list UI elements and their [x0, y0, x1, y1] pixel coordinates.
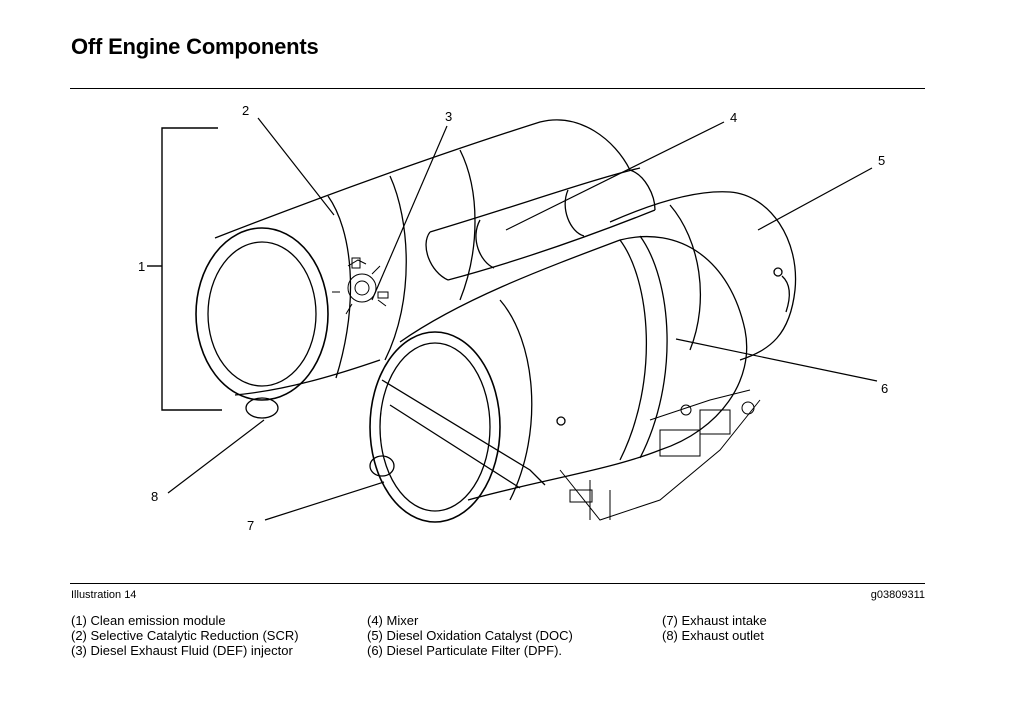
bracket-1	[161, 127, 222, 411]
legend-item: (4) Mixer	[367, 613, 419, 628]
callout-4: 4	[730, 110, 737, 125]
legend-item: (6) Diesel Particulate Filter (DPF).	[367, 643, 563, 658]
scr-canister	[195, 119, 631, 401]
exhaust-outlet	[245, 397, 279, 419]
legend-column-2: (4) Mixer (5) Diesel Oxidation Catalyst …	[367, 613, 573, 658]
callout-3: 3	[445, 109, 452, 124]
dpf-canister	[369, 235, 748, 523]
def-injector	[332, 257, 389, 315]
legend-column-3: (7) Exhaust intake (8) Exhaust outlet	[662, 613, 767, 643]
page-title: Off Engine Components	[71, 34, 319, 59]
legend-item: (5) Diesel Oxidation Catalyst (DOC)	[367, 628, 573, 643]
legend-item: (2) Selective Catalytic Reduction (SCR)	[71, 628, 299, 643]
top-divider	[70, 88, 925, 89]
callout-1: 1	[138, 259, 145, 274]
exhaust-intake	[369, 455, 395, 477]
bottom-divider	[70, 583, 925, 584]
callout-6: 6	[881, 381, 888, 396]
illustration-label: Illustration 14	[71, 589, 137, 601]
legend-item: (8) Exhaust outlet	[662, 628, 764, 643]
callout-5: 5	[878, 153, 885, 168]
legend-column-1: (1) Clean emission module (2) Selective …	[71, 613, 299, 658]
sensor-bracket	[559, 389, 761, 521]
legend-item: (3) Diesel Exhaust Fluid (DEF) injector	[71, 643, 293, 658]
legend-item: (1) Clean emission module	[71, 613, 226, 628]
illustration-code: g03809311	[870, 589, 925, 601]
mixer-pipe	[425, 167, 656, 281]
callout-8: 8	[151, 489, 158, 504]
callout-7: 7	[247, 518, 254, 533]
legend-item: (7) Exhaust intake	[662, 613, 767, 628]
callout-2: 2	[242, 103, 249, 118]
